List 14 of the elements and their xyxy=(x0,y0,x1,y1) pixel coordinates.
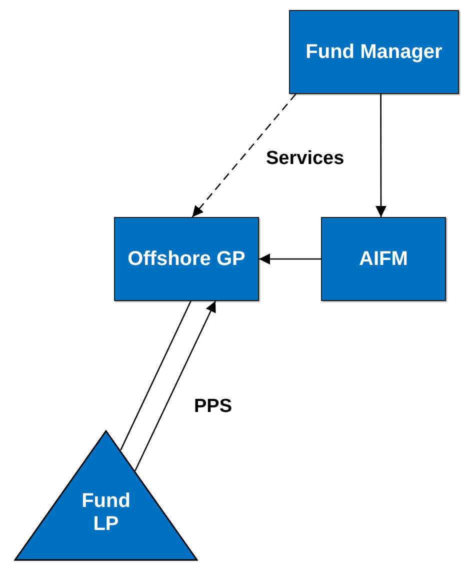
node-label: Fund LP xyxy=(80,490,132,536)
node-label: Offshore GP xyxy=(128,248,246,270)
flow-label: PPS xyxy=(194,396,232,418)
process-box xyxy=(114,217,259,301)
triangle-node xyxy=(14,430,198,561)
flow-label: Services xyxy=(266,148,344,170)
process-box xyxy=(289,10,459,94)
process-box xyxy=(321,217,446,301)
node-label: AIFM xyxy=(359,248,408,270)
arrow xyxy=(375,94,386,217)
node-label: Fund Manager xyxy=(306,40,442,64)
arrow xyxy=(134,300,216,472)
arrow xyxy=(259,254,321,264)
arrow xyxy=(192,94,296,218)
